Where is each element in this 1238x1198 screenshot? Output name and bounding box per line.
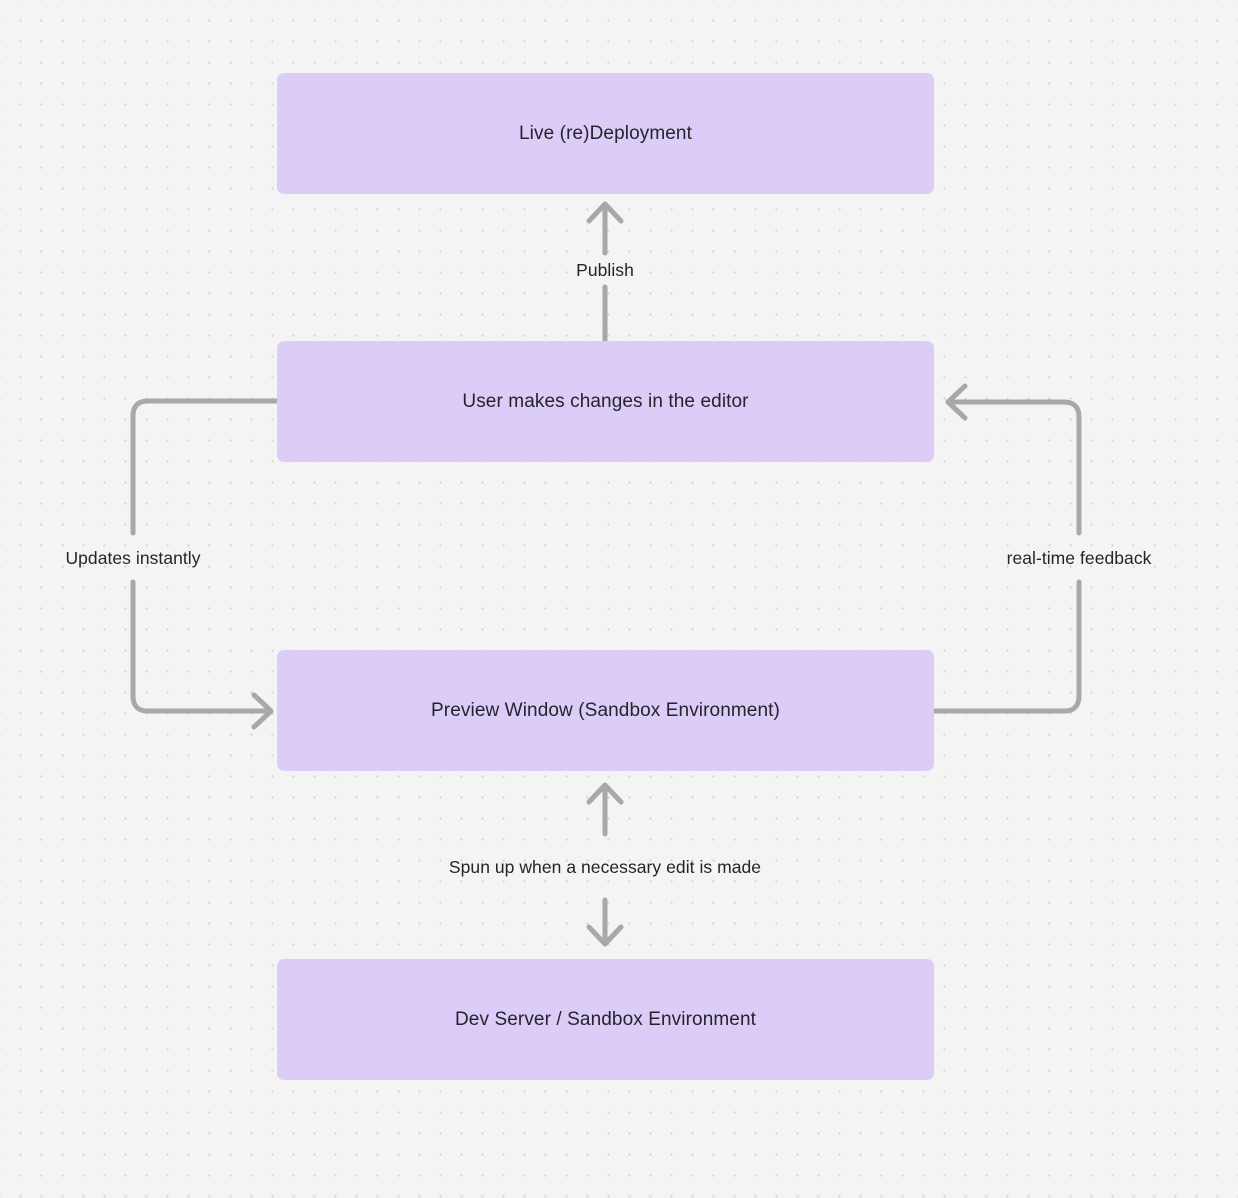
node-preview-window[interactable]: Preview Window (Sandbox Environment) (277, 650, 934, 771)
edge-label-updates-instantly: Updates instantly (65, 548, 201, 568)
edge-label-real-time-feedback: real-time feedback (1006, 548, 1152, 568)
node-label: Preview Window (Sandbox Environment) (431, 699, 780, 721)
node-label: Dev Server / Sandbox Environment (454, 1008, 756, 1030)
node-label: User makes changes in the editor (462, 390, 749, 412)
node-dev-server[interactable]: Dev Server / Sandbox Environment (277, 959, 934, 1080)
edge-label-spun-up: Spun up when a necessary edit is made (448, 857, 762, 877)
node-label: Live (re)Deployment (519, 122, 692, 144)
node-live-deployment[interactable]: Live (re)Deployment (277, 73, 934, 194)
node-user-edits[interactable]: User makes changes in the editor (277, 341, 934, 462)
edge-label-publish: Publish (576, 260, 634, 280)
